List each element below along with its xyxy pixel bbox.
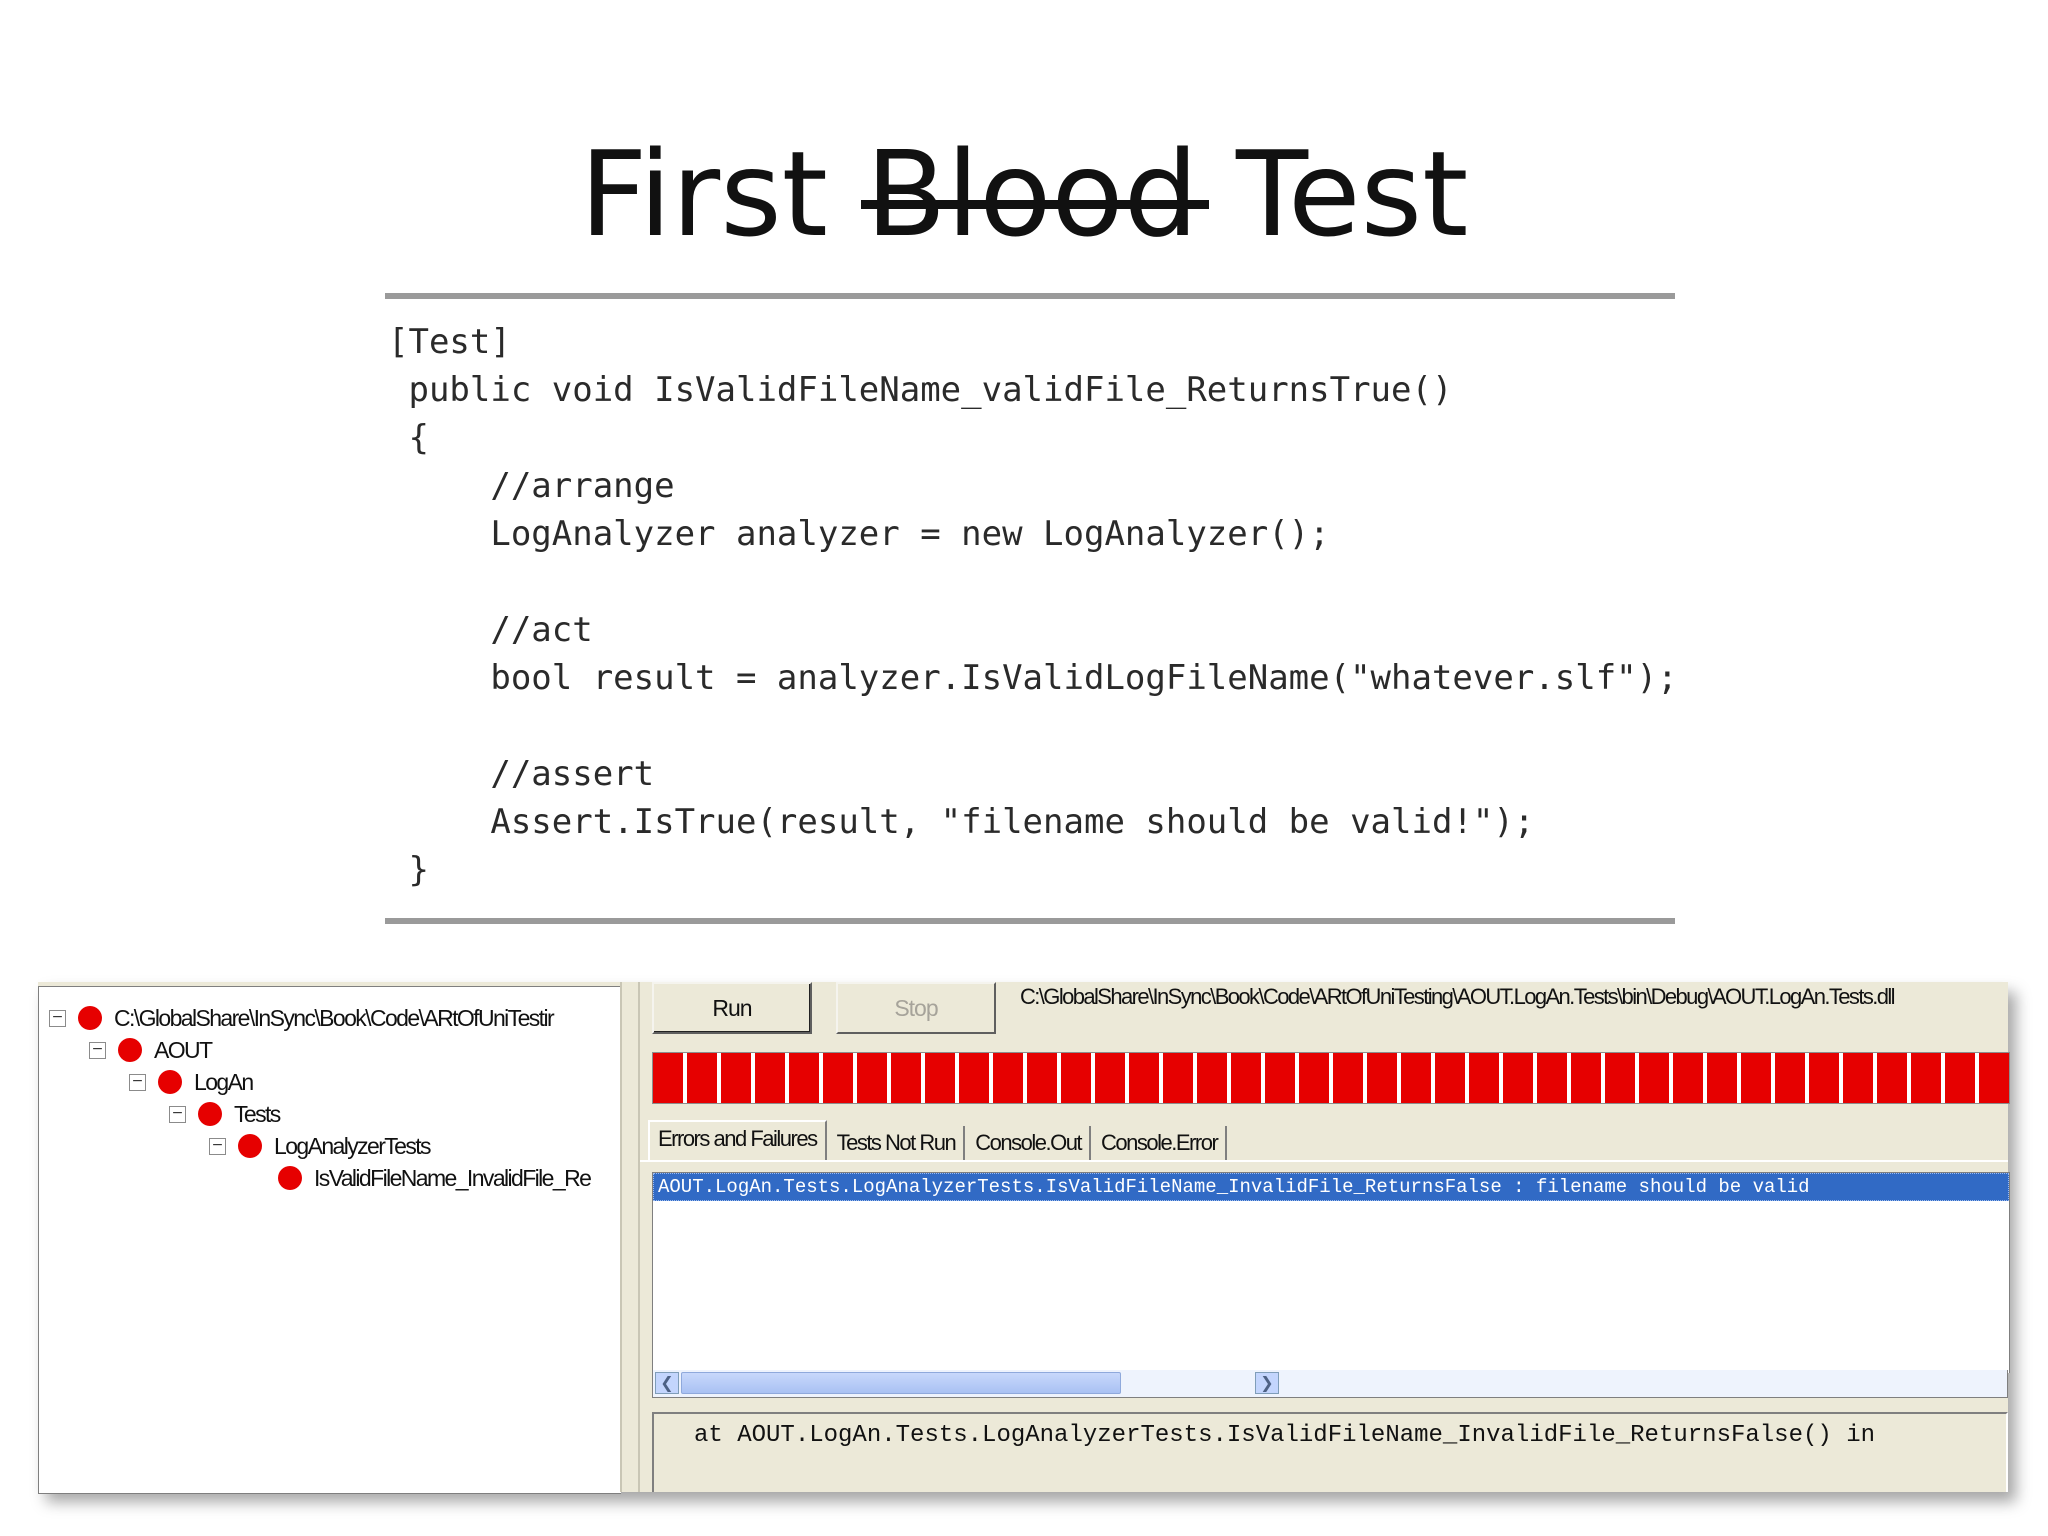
code-top-rule [385, 293, 1675, 299]
assembly-path: C:\GlobalShare\InSync\Book\Code\ARtOfUni… [1020, 984, 1896, 1009]
test-tree[interactable]: −C:\GlobalShare\InSync\Book\Code\ARtOfUn… [38, 986, 621, 1494]
tree-node-label: LogAn [194, 1068, 254, 1095]
slide-title: First Blood Test [0, 125, 2048, 263]
failed-status-icon [118, 1038, 142, 1062]
stack-trace: at AOUT.LogAn.Tests.LogAnalyzerTests.IsV… [652, 1412, 2008, 1492]
failed-status-icon [198, 1102, 222, 1126]
code-line: public void IsValidFileName_validFile_Re… [388, 370, 1453, 410]
list-item[interactable]: AOUT.LogAn.Tests.LogAnalyzerTests.IsVali… [653, 1173, 2009, 1201]
collapse-icon[interactable]: − [129, 1073, 146, 1091]
progress-bar [652, 1052, 2010, 1104]
code-line: } [388, 850, 429, 890]
tree-node-label: C:\GlobalShare\InSync\Book\Code\ARtOfUni… [114, 1004, 555, 1031]
collapse-icon[interactable]: − [49, 1009, 66, 1027]
tab-console-error[interactable]: Console.Error [1093, 1126, 1228, 1162]
failed-status-icon [78, 1006, 102, 1030]
failed-status-icon [238, 1134, 262, 1158]
title-struck-word: Blood [861, 125, 1209, 263]
tree-node[interactable]: − C:\GlobalShare\InSync\Book\Code\ARtOfUn… [49, 1003, 555, 1033]
code-block: [Test] public void IsValidFileName_valid… [388, 318, 1678, 894]
collapse-icon[interactable]: − [209, 1137, 226, 1155]
code-bottom-rule [385, 918, 1675, 924]
collapse-icon[interactable]: − [89, 1041, 106, 1059]
progress-fill [653, 1053, 2009, 1103]
code-line: LogAnalyzer analyzer = new LogAnalyzer()… [388, 514, 1330, 554]
tab-tests-not-run[interactable]: Tests Not Run [829, 1126, 966, 1162]
tree-node[interactable]: − Tests [169, 1099, 281, 1129]
code-line: //act [388, 610, 593, 650]
collapse-icon[interactable]: − [169, 1105, 186, 1123]
tree-node[interactable]: IsValidFileName_InvalidFile_Re [249, 1163, 592, 1193]
tree-node-label: IsValidFileName_InvalidFile_Re [314, 1164, 592, 1191]
tree-node[interactable]: − LogAnalyzerTests [209, 1131, 432, 1161]
code-line: bool result = analyzer.IsValidLogFileNam… [388, 658, 1678, 698]
test-runner-window: −C:\GlobalShare\InSync\Book\Code\ARtOfUn… [38, 982, 2010, 1494]
code-line: [Test] [388, 322, 511, 362]
tree-node[interactable]: − LogAn [129, 1067, 254, 1097]
tree-node-label: AOUT [154, 1036, 213, 1063]
failed-status-icon [158, 1070, 182, 1094]
results-pane: Run Stop C:\GlobalShare\InSync\Book\Code… [640, 982, 2010, 1492]
tab-errors-and-failures[interactable]: Errors and Failures [648, 1120, 827, 1162]
title-last-word: Test [1236, 125, 1469, 263]
failed-status-icon [278, 1166, 302, 1190]
horizontal-scrollbar[interactable]: ❮ ❯ [652, 1370, 2008, 1398]
tree-node-label: Tests [234, 1100, 281, 1127]
title-first-word: First [579, 125, 828, 263]
code-line [388, 702, 1678, 750]
tree-node[interactable]: − AOUT [89, 1035, 213, 1065]
tab-divider [640, 1160, 2008, 1162]
scroll-right-icon[interactable]: ❯ [1255, 1372, 1279, 1394]
stop-button[interactable]: Stop [836, 982, 996, 1034]
tree-node-label: LogAnalyzerTests [274, 1132, 432, 1159]
code-line: Assert.IsTrue(result, "filename should b… [388, 802, 1535, 842]
code-line: //arrange [388, 466, 675, 506]
errors-list[interactable]: AOUT.LogAn.Tests.LogAnalyzerTests.IsVali… [652, 1172, 2010, 1373]
run-button[interactable]: Run [652, 982, 812, 1034]
scroll-thumb[interactable] [681, 1372, 1121, 1394]
code-line [388, 558, 1678, 606]
code-line: { [388, 418, 429, 458]
tab-console-out[interactable]: Console.Out [967, 1126, 1092, 1162]
scroll-left-icon[interactable]: ❮ [655, 1372, 679, 1394]
code-line: //assert [388, 754, 655, 794]
pane-splitter[interactable] [620, 982, 640, 1492]
